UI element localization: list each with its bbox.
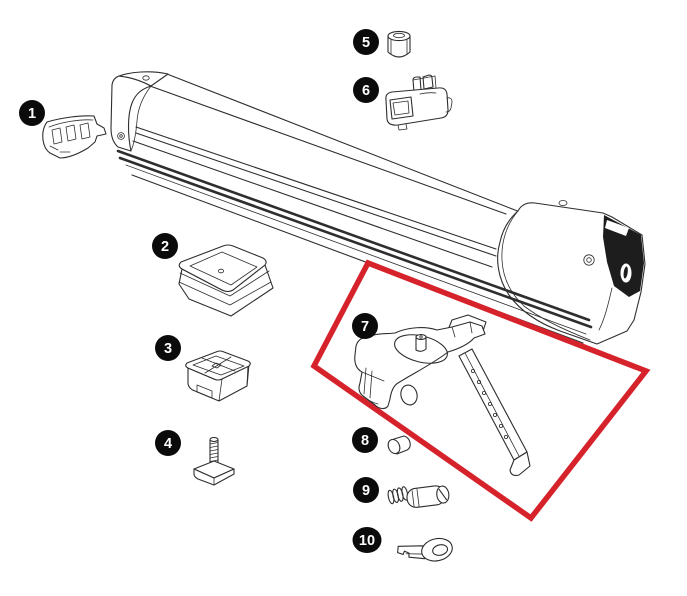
screw-icon [583,254,595,266]
load-bar-drawing [110,71,646,345]
key-slot-icon [438,488,448,501]
part-5-marker: 5 [353,29,379,55]
part-2-pad-drawing [178,244,274,317]
part-10-key-drawing [397,537,453,562]
bar-left-endcap [110,71,169,152]
part-8-marker: 8 [352,427,378,453]
bar-tslot-strip [116,149,591,322]
part-4-number: 4 [164,436,172,452]
part-1-marker: 1 [19,100,45,126]
screw-hole-icon [217,268,224,274]
part-3-number: 3 [164,341,172,357]
part-4-tbolt-drawing [193,436,235,486]
endcap-dark-face [603,215,644,297]
highlight-box [310,259,651,522]
part-5-number: 5 [362,35,370,51]
part-6-marker: 6 [353,77,379,103]
part-8-number: 8 [361,433,369,449]
part-2-number: 2 [161,239,169,255]
screw-icon [558,199,568,206]
part-7-number: 7 [361,319,369,335]
part-9-number: 9 [362,483,370,499]
screw-icon [142,75,150,81]
part-6-bracket-drawing [385,74,453,131]
part-5-nut-drawing [387,30,411,58]
part-10-number: 10 [359,533,375,549]
part-1-clip-drawing [42,115,107,159]
part-markers: 1 2 3 4 5 6 7 8 [19,29,382,553]
part-6-number: 6 [362,83,370,99]
part-9-marker: 9 [353,477,379,503]
part-7-marker: 7 [352,313,378,339]
screw-icon [117,132,125,140]
bar-right-endcap [497,199,646,345]
part-7-clamp-tower-drawing [354,314,531,476]
part-10-marker: 10 [352,527,382,553]
part-8-pin-drawing [387,435,411,455]
part-3-marker: 3 [155,335,181,361]
part-3-block-drawing [185,350,251,402]
part-2-marker: 2 [152,233,178,259]
part-4-marker: 4 [155,430,181,456]
part-1-number: 1 [28,106,36,122]
part-9-lock-cylinder-drawing [387,485,450,508]
